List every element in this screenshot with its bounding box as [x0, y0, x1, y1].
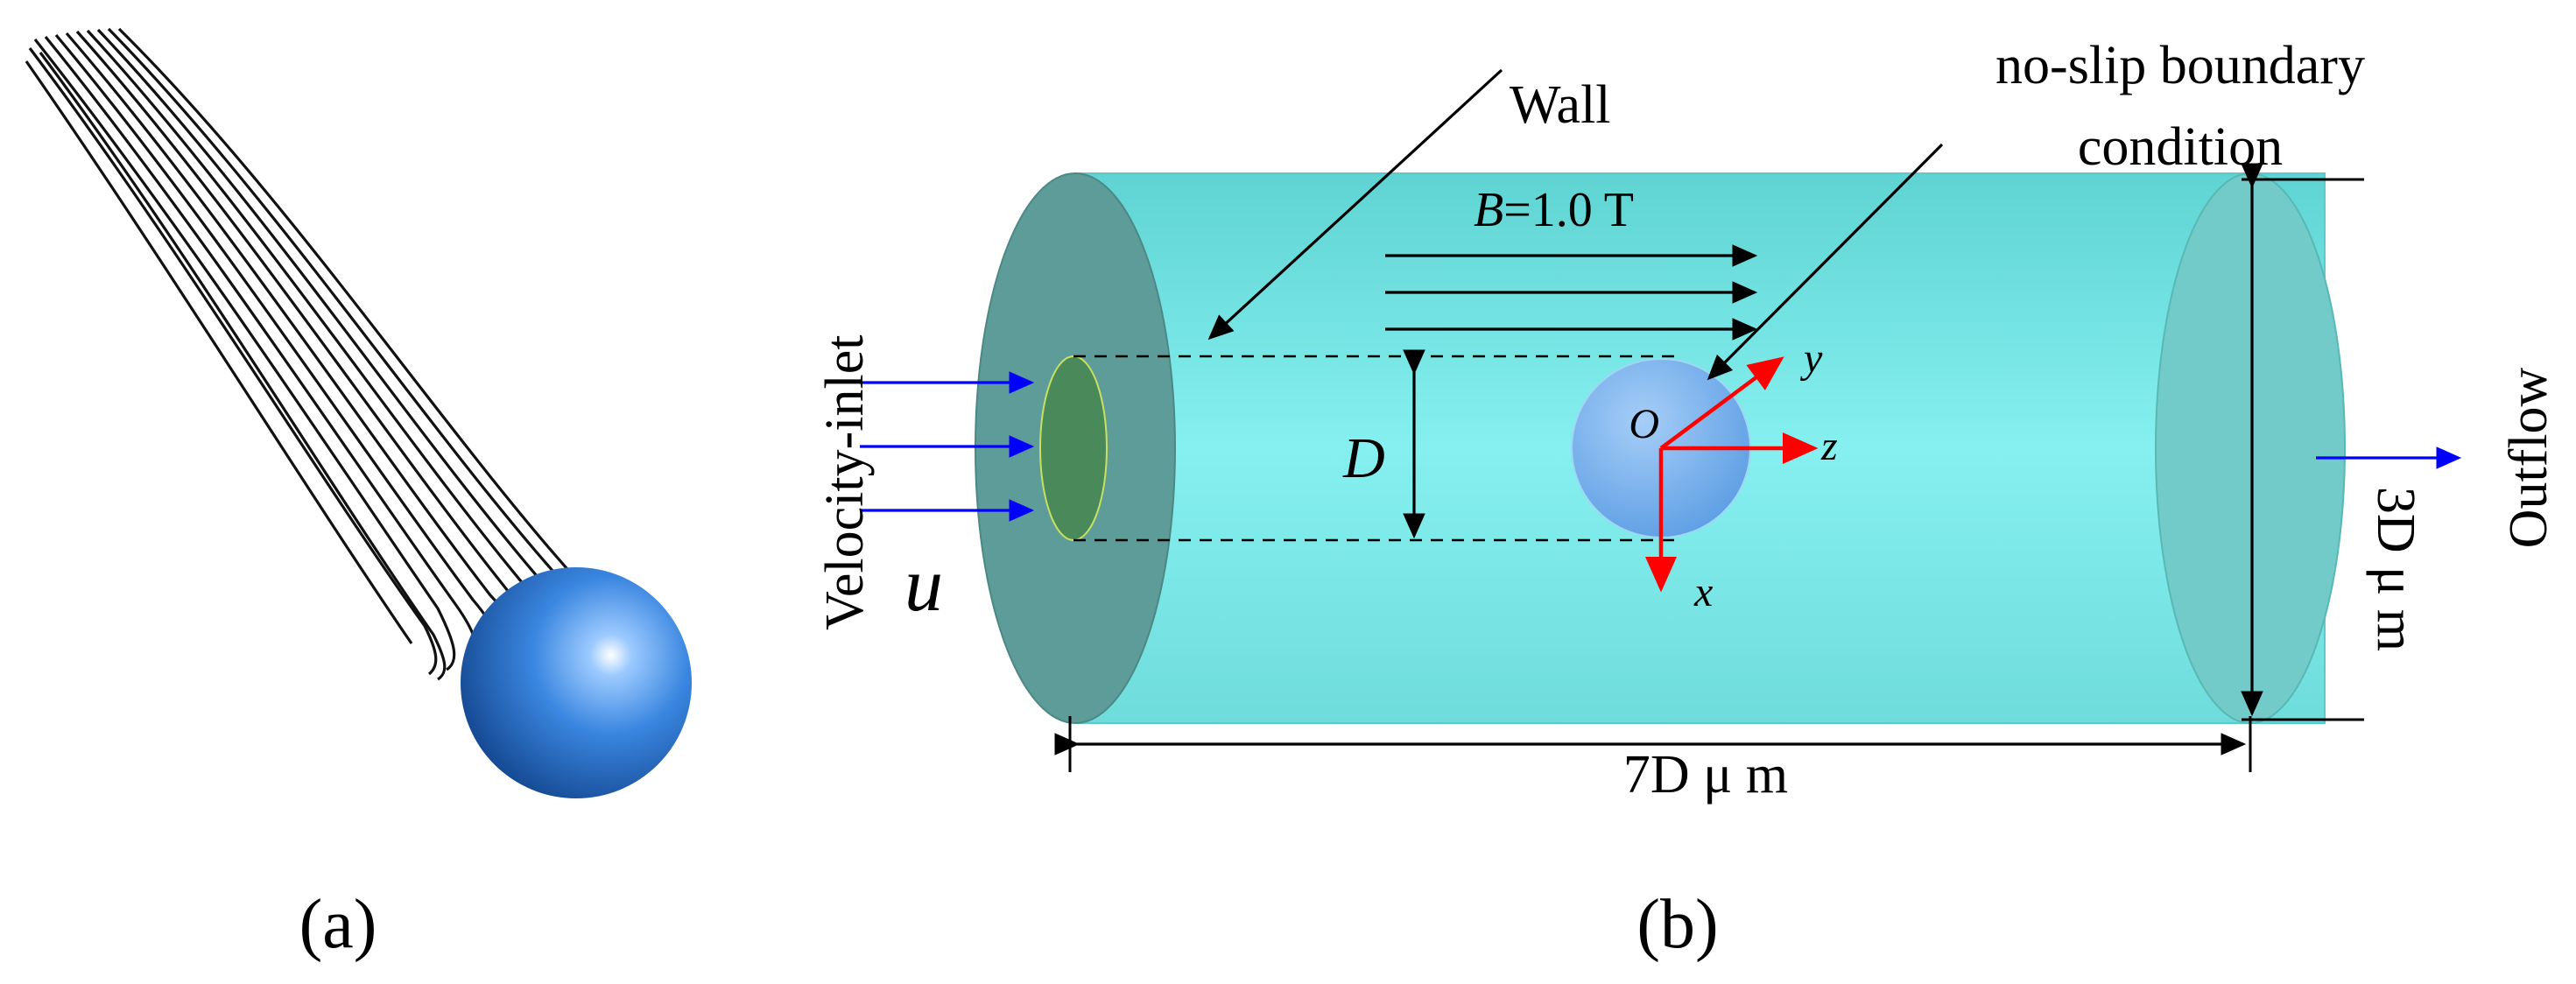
wall-label: Wall — [1510, 75, 1611, 135]
panel-a-label: (a) — [299, 886, 377, 963]
velocity-symbol: u — [904, 543, 943, 628]
boundary-pointer — [1707, 143, 1944, 381]
axis-z-label: z — [1820, 423, 1838, 469]
length-label: 7D μ m — [1623, 745, 1788, 805]
axes — [1645, 356, 1819, 593]
boundary-label-line2: condition — [2078, 117, 2283, 177]
sphere-a — [461, 567, 692, 798]
axis-x-label: x — [1693, 569, 1713, 615]
inlet-arrows — [860, 371, 1035, 522]
origin-label: O — [1629, 401, 1659, 447]
inlet-disk — [1039, 355, 1108, 541]
field-value: =1.0 T — [1503, 183, 1634, 237]
outlet-cap — [2155, 172, 2346, 724]
panel-a: (a) — [25, 27, 692, 963]
outflow-label: Outflow — [2499, 367, 2558, 548]
streamlines — [25, 27, 605, 681]
field-arrows — [1385, 244, 1758, 341]
boundary-label-line1: no-slip boundary — [1995, 36, 2365, 95]
panel-b-label: (b) — [1636, 886, 1718, 963]
height-label: 3D μ m — [2366, 487, 2425, 651]
axis-y-arrow — [1659, 356, 1784, 450]
field-symbol: B — [1474, 183, 1503, 237]
axis-y-label: y — [1799, 335, 1823, 382]
wall-pointer — [1207, 68, 1503, 341]
diameter-label: D — [1342, 426, 1385, 490]
panel-b: Wall no-slip boundary condition B=1.0 T … — [815, 36, 2558, 963]
field-label: B=1.0 T — [1474, 183, 1634, 237]
inlet-label: Velocity-inlet — [815, 335, 875, 630]
